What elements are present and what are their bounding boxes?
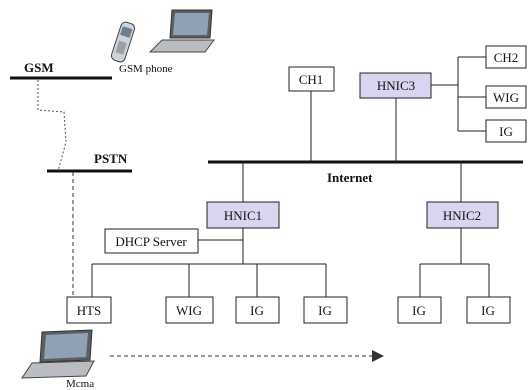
ig-home2-a-label: IG xyxy=(412,303,426,318)
wig-home1-node[interactable] xyxy=(165,296,214,324)
laptop-icon xyxy=(148,9,215,53)
dhcp-server-node[interactable] xyxy=(104,228,199,254)
ch2-node[interactable] xyxy=(485,45,527,69)
ig-home1-b-node[interactable] xyxy=(303,296,348,324)
hnic3-node[interactable] xyxy=(359,72,432,99)
ig-home1-b-label: IG xyxy=(318,303,332,318)
hnic1-label: HNIC1 xyxy=(224,208,262,223)
ig-home2-b-label: IG xyxy=(481,303,495,318)
ig-home1-a-node[interactable] xyxy=(235,296,280,324)
hnic1-node[interactable] xyxy=(206,201,280,229)
pstn-bus-label: PSTN xyxy=(94,151,128,166)
ig-home1-a-label: IG xyxy=(250,303,264,318)
hnic3-label: HNIC3 xyxy=(377,78,415,93)
gsm-bus-label: GSM xyxy=(24,60,54,75)
ch1-node[interactable] xyxy=(288,66,335,92)
ch1-label: CH1 xyxy=(299,72,324,87)
hnic2-label: HNIC2 xyxy=(443,208,481,223)
ch2-label: CH2 xyxy=(494,50,519,65)
movement-arrow-head xyxy=(372,350,384,362)
mobile-laptop-icon xyxy=(21,329,95,379)
hts-label: HTS xyxy=(77,303,102,318)
ig-home2-a-node[interactable] xyxy=(397,296,442,324)
ig-home2-b-node[interactable] xyxy=(466,296,511,324)
gsm-pstn-link xyxy=(37,80,67,172)
internet-bus-label: Internet xyxy=(327,170,373,185)
mobile-laptop-label: Mcma xyxy=(66,378,94,390)
wig-top-node[interactable] xyxy=(485,85,527,109)
gsm-phone-icon xyxy=(110,21,136,63)
hts-node[interactable] xyxy=(66,296,112,324)
dhcp-server-label: DHCP Server xyxy=(115,234,187,249)
hnic2-node[interactable] xyxy=(426,201,499,229)
wig-top-label: WIG xyxy=(493,90,519,105)
gsm-phone-label: GSM phone xyxy=(119,63,173,75)
wig-home1-label: WIG xyxy=(176,303,202,318)
ig-top-node[interactable] xyxy=(485,119,527,143)
ig-top-label: IG xyxy=(499,124,513,139)
